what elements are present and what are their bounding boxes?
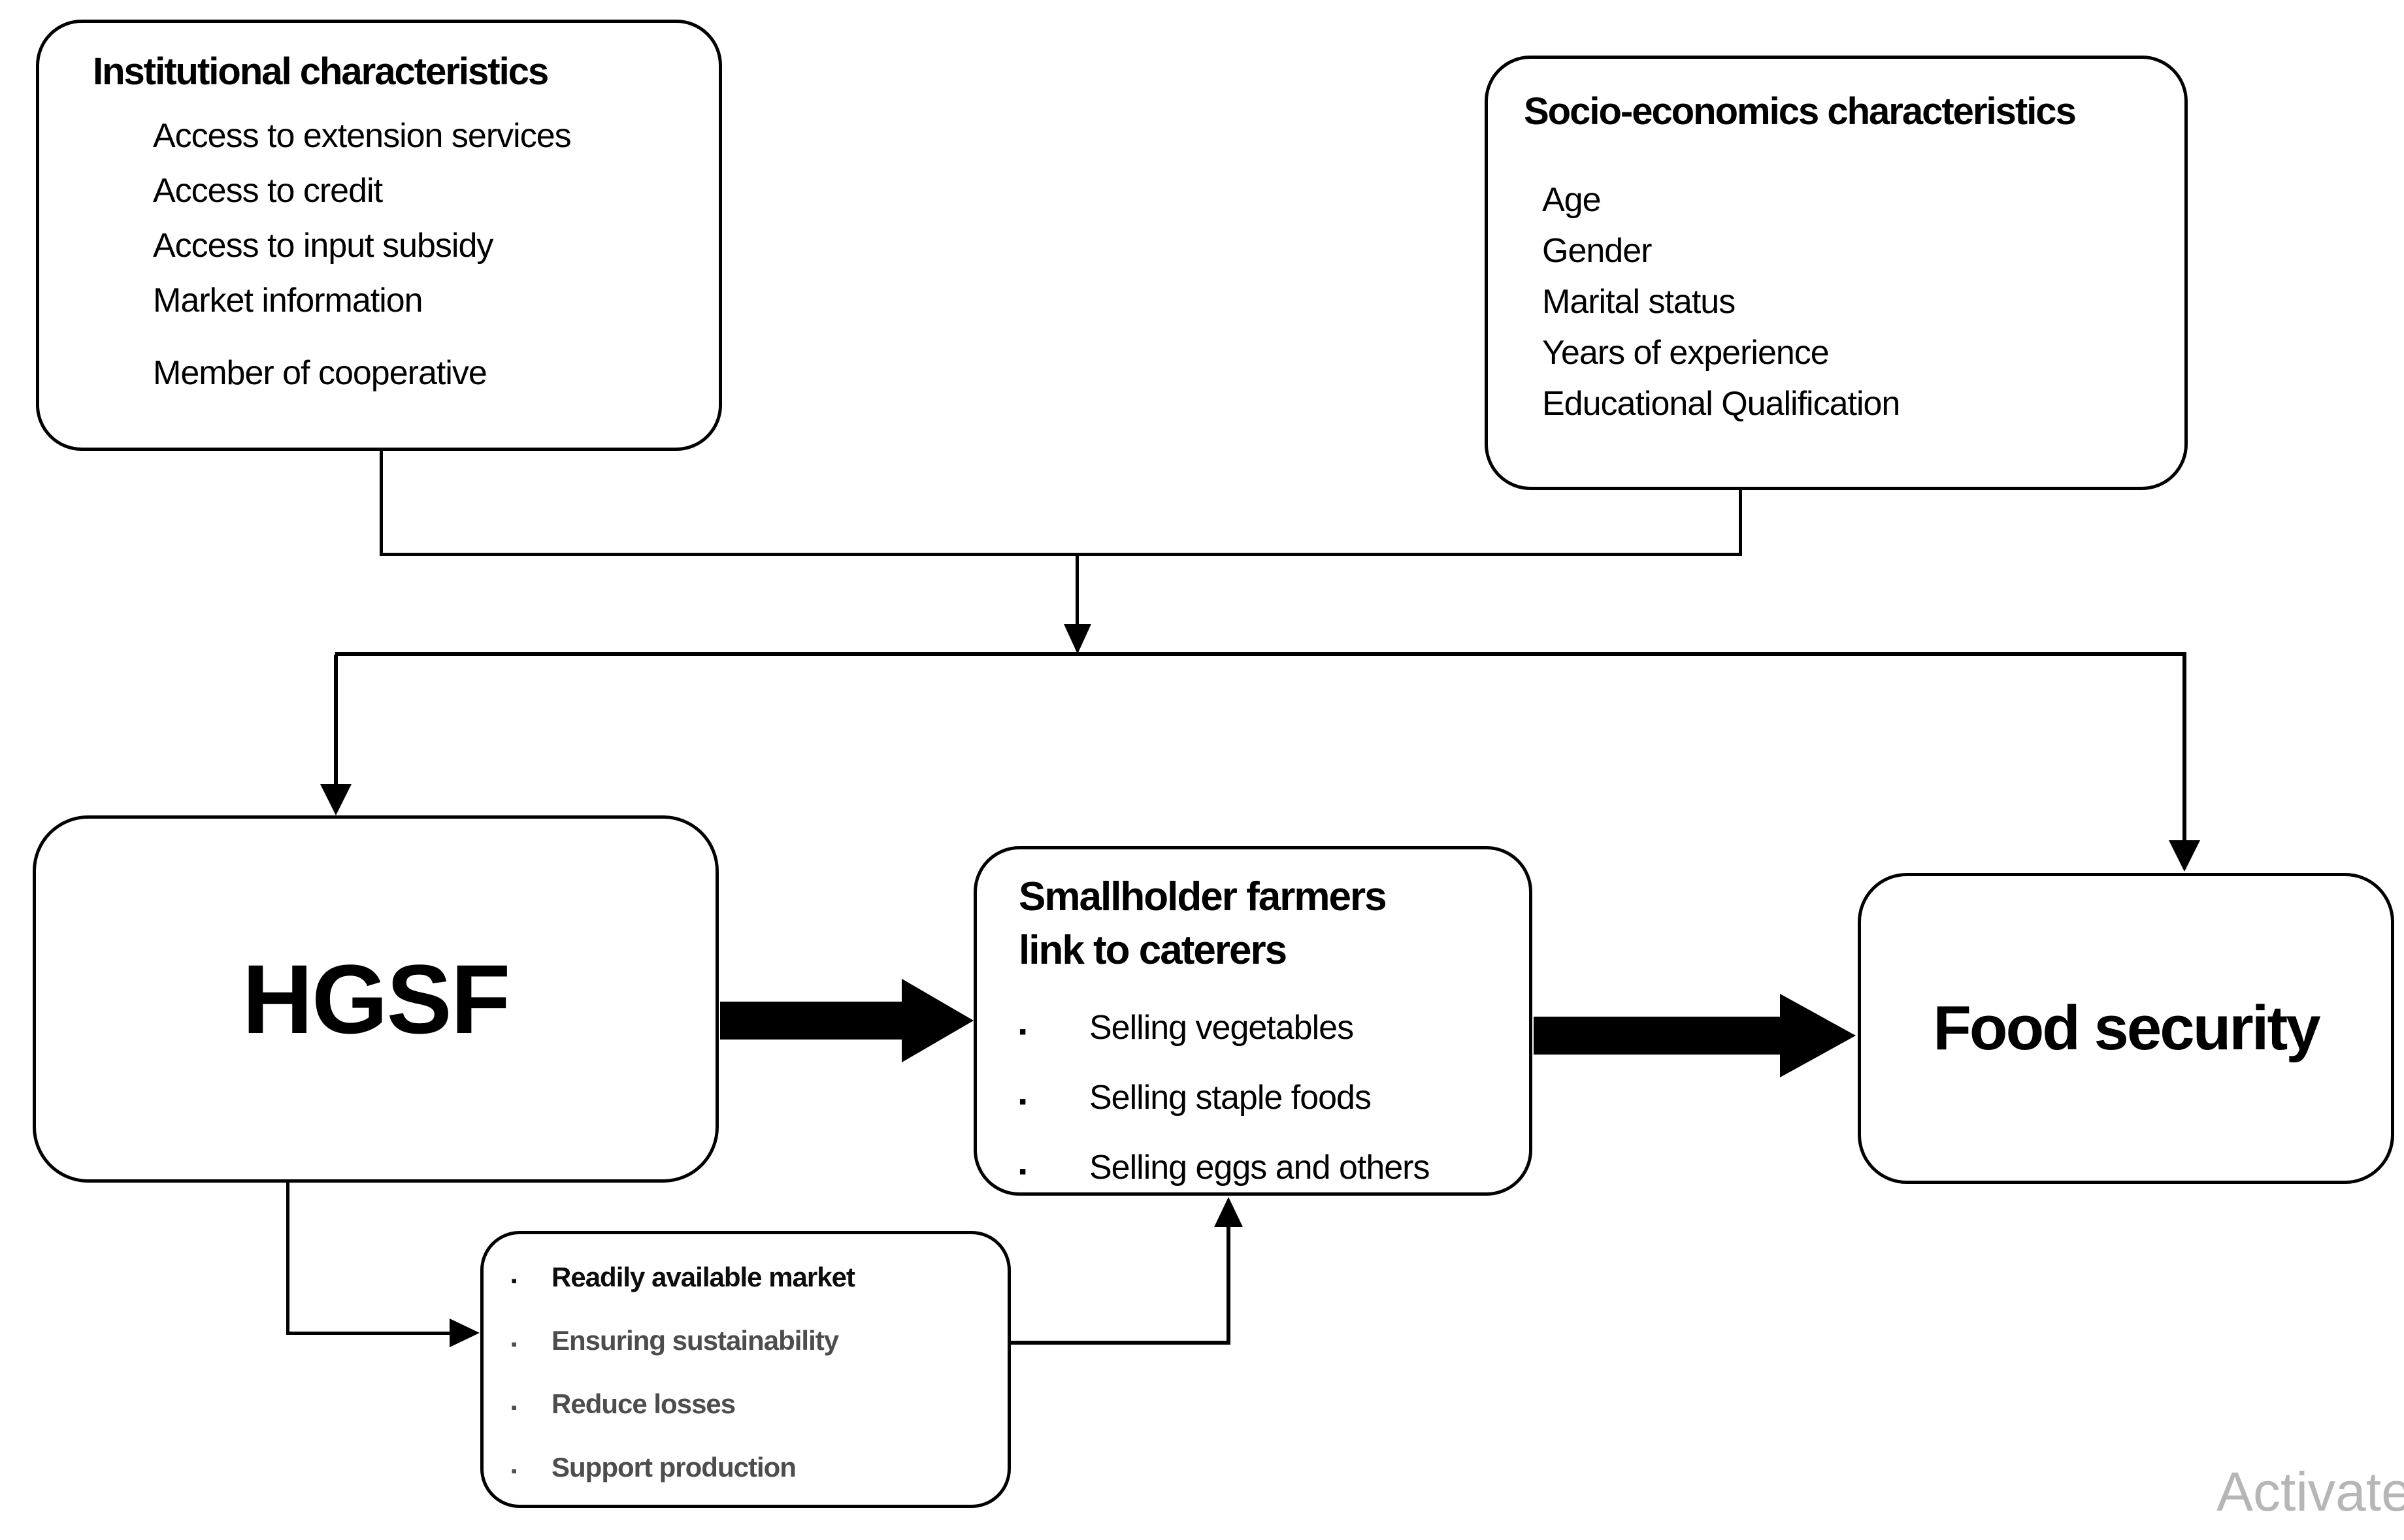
smallholder-title-line2: link to caterers [1019,927,1287,973]
smallholder-farmers-box: Smallholder farmers link to caterers ▪ S… [974,846,1532,1196]
connector-hgsf-down [286,1183,289,1334]
connector-merge-down [1076,555,1079,627]
activate-watermark: Activate [2216,1461,2404,1522]
arrowhead-right-icon [450,1319,480,1347]
arrowhead-down-icon [320,784,352,815]
food-security-box: Food security [1858,873,2394,1184]
thick-arrowhead-right-icon [1780,994,1856,1077]
list-item: Marital status [1542,282,1736,321]
list-item: Age [1542,180,1602,219]
food-security-title: Food security [1933,993,2320,1063]
list-item: Access to input subsidy [153,227,493,265]
list-item: Member of cooperative [153,353,487,392]
list-item: ▪ Selling eggs and others [1019,1148,1517,1187]
institutional-title: Institutional characteristics [93,50,549,93]
smallholder-title: Smallholder farmers link to caterers [1019,870,1517,977]
list-item: Years of experience [1542,333,1830,372]
list-item: ▪ Readily available market [511,1262,998,1293]
list-item: Market information [153,282,423,320]
connector-merge-horizontal [380,553,1742,556]
connector-benefits-up [1227,1226,1230,1345]
hgsf-benefits-box: ▪ Readily available market ▪ Ensuring su… [480,1231,1011,1508]
square-bullet-icon: ▪ [511,1334,517,1354]
square-bullet-icon: ▪ [1019,1158,1027,1184]
arrowhead-down-icon [1064,624,1091,654]
list-item: ▪ Ensuring sustainability [511,1325,998,1356]
institutional-characteristics-box: Institutional characteristics Access to … [36,20,722,451]
socio-item-list: Age Gender Marital status Years of exper… [1524,174,2171,429]
list-item-label: Selling eggs and others [1089,1148,1430,1187]
connector-distribution-horizontal [335,652,2186,656]
thick-arrowhead-right-icon [902,979,974,1062]
list-item-label: Ensuring sustainability [552,1325,839,1356]
list-item: ▪ Support production [511,1452,998,1483]
connector-to-hgsf [334,655,338,785]
square-bullet-icon: ▪ [511,1398,517,1417]
smallholder-title-line1: Smallholder farmers [1019,874,1387,919]
list-item-label: Selling staple foods [1089,1078,1372,1117]
square-bullet-icon: ▪ [511,1271,517,1290]
square-bullet-icon: ▪ [1019,1019,1027,1044]
thick-arrow-hgsf-to-smallholder-body [720,1002,902,1040]
institutional-item-list: Access to extension services Access to c… [93,108,699,401]
arrowhead-up-icon [1214,1197,1243,1227]
list-item: Access to extension services [153,116,572,155]
square-bullet-icon: ▪ [1019,1089,1027,1114]
list-item: ▪ Selling vegetables [1019,1008,1517,1047]
hgsf-title: HGSF [242,943,511,1054]
thick-arrow-smallholder-to-food-body [1534,1017,1780,1055]
list-item: ▪ Reduce losses [511,1388,998,1420]
list-item-label: Support production [552,1452,797,1483]
list-item: Educational Qualification [1542,384,1900,423]
socio-economics-characteristics-box: Socio-economics characteristics Age Gend… [1485,56,2188,490]
list-item: ▪ Selling staple foods [1019,1078,1517,1117]
arrowhead-down-icon [2169,840,2200,872]
connector-benefits-right [1011,1341,1230,1345]
list-item: Access to credit [153,171,383,210]
socio-title: Socio-economics characteristics [1524,90,2077,133]
list-item-label: Selling vegetables [1089,1008,1354,1047]
square-bullet-icon: ▪ [511,1461,517,1481]
connector-hgsf-to-benefits [286,1332,450,1335]
connector-to-food-security [2182,655,2186,842]
connector-socio-down [1739,489,1742,555]
hgsf-box: HGSF [33,815,719,1183]
list-item-label: Reduce losses [552,1388,736,1419]
list-item-label: Readily available market [552,1262,855,1292]
connector-institutional-down [380,450,383,555]
list-item: Gender [1542,231,1652,270]
